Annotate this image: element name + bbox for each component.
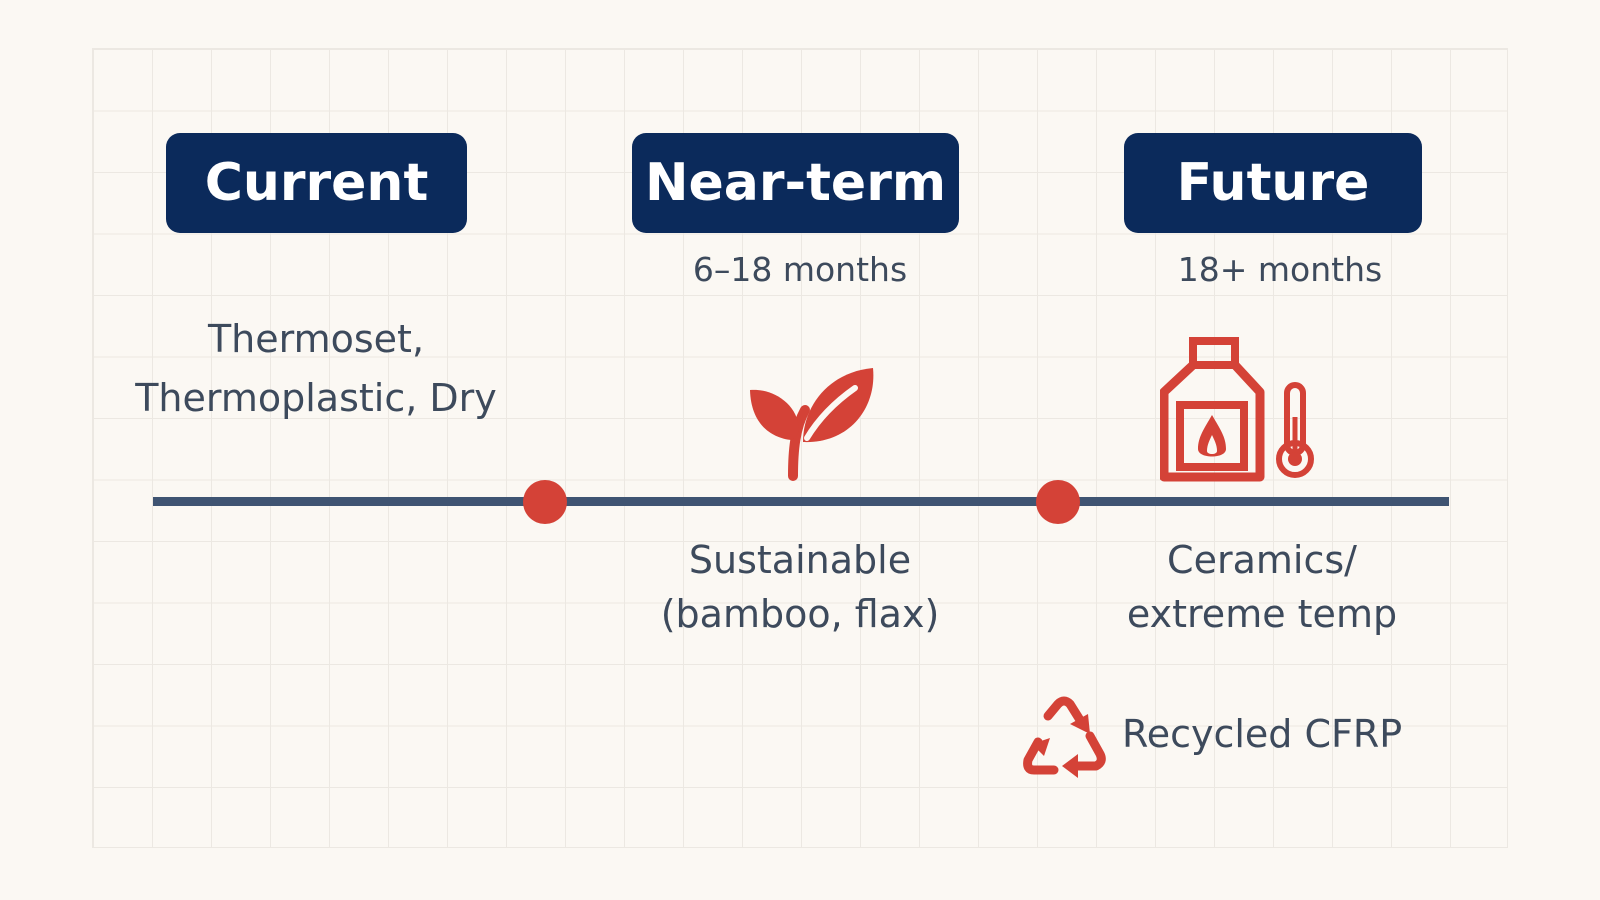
materials-current-line-1: Thermoset, xyxy=(207,317,425,361)
materials-future-line-1: Ceramics/ xyxy=(1167,538,1357,582)
materials-current: Thermoset, Thermoplastic, Dry xyxy=(116,310,516,428)
materials-future: Ceramics/ extreme temp xyxy=(1062,533,1462,641)
materials-future-line-2: extreme temp xyxy=(1126,592,1398,636)
timeframe-future: 18+ months xyxy=(1177,250,1383,289)
phase-label-current: Current xyxy=(204,153,429,213)
phase-badge-near-term: Near-term xyxy=(632,133,959,233)
phase-badge-future: Future xyxy=(1124,133,1422,233)
phase-badge-current: Current xyxy=(166,133,467,233)
kiln-thermometer-icon xyxy=(1160,337,1314,482)
milestone-dot-2 xyxy=(1036,480,1080,524)
milestone-dot-1 xyxy=(523,480,567,524)
phase-label-future: Future xyxy=(1176,153,1370,213)
materials-near-term-line-1: Sustainable xyxy=(688,538,912,582)
materials-near-term: Sustainable (bamboo, flax) xyxy=(600,533,1000,641)
phase-label-near-term: Near-term xyxy=(644,153,947,213)
materials-near-term-line-2: (bamboo, flax) xyxy=(660,592,940,636)
recycle-icon xyxy=(1023,696,1106,778)
timeframe-near-term: 6–18 months xyxy=(692,250,908,289)
timeline-line xyxy=(153,497,1449,506)
recycled-cfrp-label: Recycled CFRP xyxy=(1122,712,1403,756)
sprout-icon xyxy=(750,368,874,481)
materials-current-line-2: Thermoplastic, Dry xyxy=(135,376,497,420)
